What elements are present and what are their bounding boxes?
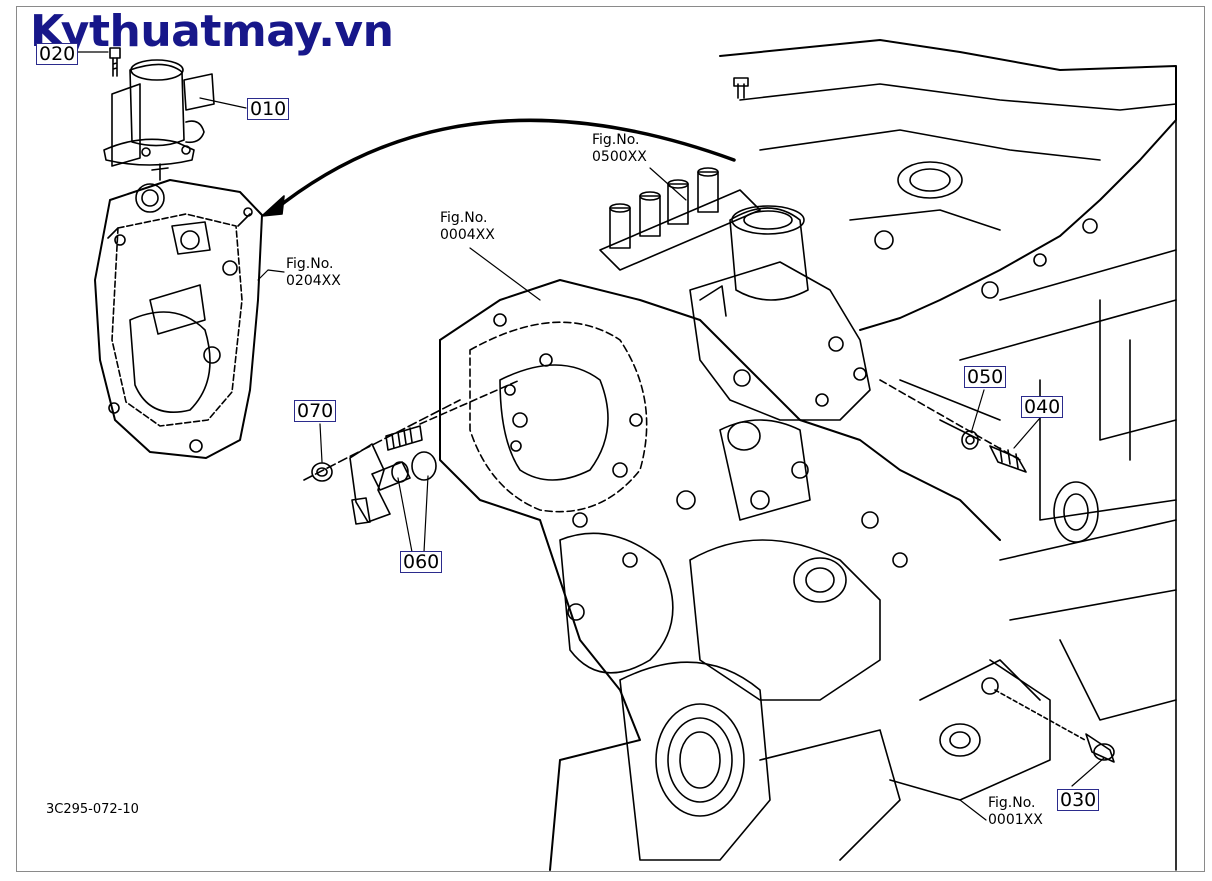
drawing-code: 3C295-072-10 (46, 802, 139, 817)
figref-code: 0204XX (286, 273, 341, 289)
egr-housing-drawing (94, 179, 263, 459)
bolt-020-drawing (109, 47, 121, 77)
figref-label: Fig.No. (988, 795, 1036, 811)
callout-040[interactable]: 040 (1021, 396, 1064, 418)
crank-sensor-060-070-drawing (303, 379, 521, 525)
sensor-040-050-drawing (879, 379, 1027, 473)
figref-0001xx[interactable]: Fig.No. 0001XX (988, 795, 1043, 829)
switch-030-drawing (1085, 733, 1115, 763)
figref-0004xx[interactable]: Fig.No. 0004XX (440, 210, 495, 244)
figref-0204xx[interactable]: Fig.No. 0204XX (286, 256, 341, 290)
figref-code: 0001XX (988, 812, 1043, 828)
callout-070[interactable]: 070 (294, 400, 337, 422)
figref-code: 0004XX (440, 227, 495, 243)
callout-030[interactable]: 030 (1057, 789, 1100, 811)
figref-label: Fig.No. (440, 210, 488, 226)
callout-050[interactable]: 050 (964, 366, 1007, 388)
egr-valve-010-drawing (103, 59, 215, 181)
figref-label: Fig.No. (286, 256, 334, 272)
leader-lines (75, 51, 1105, 821)
engine-block-drawing (439, 39, 1177, 871)
figref-code: 0500XX (592, 149, 647, 165)
figref-0500xx[interactable]: Fig.No. 0500XX (592, 132, 647, 166)
site-watermark: Kythuatmay.vn (30, 6, 394, 57)
callout-010[interactable]: 010 (247, 98, 290, 120)
callout-020[interactable]: 020 (36, 43, 79, 65)
callout-060[interactable]: 060 (400, 551, 443, 573)
assembly-arrow (261, 118, 736, 217)
figref-label: Fig.No. (592, 132, 640, 148)
drawing-frame (16, 6, 1205, 872)
